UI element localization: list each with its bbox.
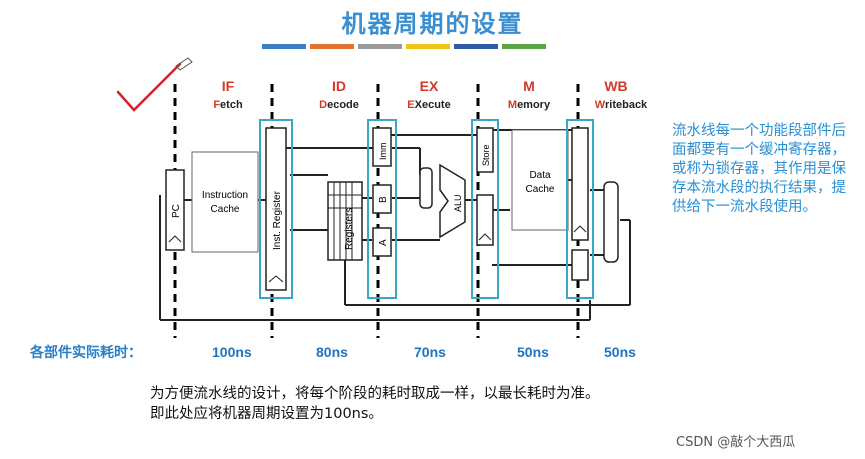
a-register <box>372 227 392 257</box>
clock-triangle-icon <box>168 235 182 243</box>
alu-label: ALU <box>453 194 463 212</box>
color-bar-segment <box>358 44 402 49</box>
if-id-latch-highlight <box>259 119 293 299</box>
pc-register <box>165 169 185 251</box>
stage-abbr-m: M <box>523 78 535 94</box>
explanation-line-1: 为方便流水线的设计，将每个阶段的耗时取成一样，以最长耗时为准。 <box>150 386 600 402</box>
instruction-cache <box>191 151 259 253</box>
stage-name-execute: EXecute <box>407 99 451 111</box>
instruction-cache-label-1: Instruction <box>202 190 248 201</box>
stage-abbr-ex: EX <box>419 78 439 94</box>
color-bar-segment <box>406 44 450 49</box>
b-register <box>372 184 392 214</box>
stage-abbr-wb: WB <box>604 78 628 94</box>
imm-register <box>372 127 392 167</box>
stage-abbr-id: ID <box>332 78 346 94</box>
clock-triangle-icon <box>268 275 284 283</box>
stage-name-fetch: Fetch <box>213 99 243 111</box>
clock-triangle-icon <box>478 233 492 241</box>
color-bar-segment <box>310 44 354 49</box>
time-m: 50ns <box>517 344 549 360</box>
registers-label: Registers <box>344 208 355 250</box>
data-cache-label-2: Cache <box>526 184 555 195</box>
time-id: 80ns <box>316 344 348 360</box>
id-ex-latch-highlight <box>367 119 397 299</box>
clock-triangle-icon <box>573 225 587 233</box>
store-register <box>476 127 494 173</box>
latch-note: 流水线每一个功能段部件后面都要有一个缓冲寄存器，或称为锁存器，其作用是保存本流水… <box>672 123 846 215</box>
time-ex: 70ns <box>414 344 446 360</box>
wb-mux <box>603 181 619 263</box>
instruction-cache-label-2: Cache <box>211 204 240 215</box>
b-label: B <box>378 196 389 203</box>
time-if: 100ns <box>212 344 252 360</box>
color-bar-segment <box>502 44 546 49</box>
alu <box>439 163 466 239</box>
data-cache-label-1: Data <box>529 170 551 181</box>
inst-register <box>265 127 287 291</box>
time-wb: 50ns <box>604 344 636 360</box>
timing-row-label: 各部件实际耗时： <box>30 345 142 361</box>
alu-output-register <box>476 194 494 246</box>
stage-abbr-if: IF <box>221 78 235 94</box>
color-bar-segment <box>454 44 498 49</box>
pc-label: PC <box>171 204 182 218</box>
wb-alu-register <box>571 249 589 281</box>
page-title: 机器周期的设置 <box>341 10 524 38</box>
stage-name-memory: Memory <box>507 99 551 111</box>
stage-name-writeback: Writeback <box>594 99 648 111</box>
mem-data-register <box>571 127 589 241</box>
a-label: A <box>378 239 389 246</box>
imm-label: Imm <box>378 143 388 161</box>
ex-mux <box>419 167 433 209</box>
data-cache <box>511 129 569 231</box>
mem-wb-latch-highlight <box>566 119 594 299</box>
register-file <box>327 181 363 261</box>
datapath-wires <box>159 129 631 321</box>
stage-name-decode: Decode <box>319 99 359 111</box>
inst-register-label: Inst. Register <box>272 190 283 250</box>
check-mark-icon <box>116 57 193 112</box>
explanation-line-2: 即此处应将机器周期设置为100ns。 <box>150 406 383 422</box>
watermark: CSDN @敲个大西瓜 <box>676 435 796 450</box>
store-label: Store <box>481 144 491 166</box>
color-bar-segment <box>262 44 306 49</box>
ex-mem-latch-highlight <box>471 119 499 299</box>
